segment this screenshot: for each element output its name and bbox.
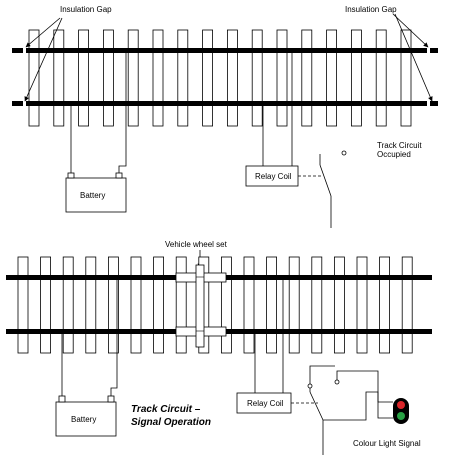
- insulation-gap-left-upper: [23, 47, 26, 54]
- signal-green-lamp: [397, 412, 405, 420]
- top-relay-coil-label: Relay Coil: [255, 172, 292, 181]
- sleeper: [350, 29, 362, 127]
- sleeper: [220, 256, 232, 354]
- sleeper: [85, 256, 97, 354]
- sleeper: [153, 256, 165, 354]
- bottom-sleepers: [17, 256, 413, 354]
- sleeper: [301, 29, 313, 127]
- sleeper: [175, 256, 187, 354]
- bottom-battery-wires: [61, 280, 118, 396]
- diagram-caption-line2: Signal Operation: [131, 417, 211, 428]
- sleeper: [202, 29, 214, 127]
- vehicle-wheel-set: [175, 264, 227, 348]
- top-relay-wires: [262, 53, 322, 177]
- sleeper: [333, 256, 345, 354]
- sleeper: [288, 256, 300, 354]
- top-sleepers: [28, 29, 412, 127]
- colour-light-signal: [393, 398, 409, 424]
- bottom-relay-switch: [307, 365, 393, 455]
- colour-light-signal-label: Colour Light Signal: [353, 439, 421, 448]
- sleeper: [326, 29, 338, 127]
- bottom-battery-label: Battery: [71, 415, 96, 424]
- bottom-relay-coil-label: Relay Coil: [247, 399, 284, 408]
- bottom-battery: Battery: [55, 395, 117, 437]
- sleeper: [375, 29, 387, 127]
- top-rail-upper: [12, 48, 438, 53]
- vehicle-wheel-set-label: Vehicle wheel set: [165, 240, 228, 249]
- top-rail-lower: [12, 101, 438, 106]
- track-circuit-occupied-line1: Track Circuit: [377, 141, 422, 150]
- sleeper: [62, 256, 74, 354]
- sleeper: [103, 29, 114, 127]
- sleeper: [177, 29, 189, 127]
- sleeper: [400, 29, 412, 127]
- sleeper: [311, 256, 323, 354]
- top-battery-label: Battery: [80, 191, 105, 200]
- sleeper: [226, 29, 238, 127]
- diagram-caption-line1: Track Circuit –: [131, 404, 201, 415]
- sleeper: [53, 29, 65, 127]
- sleeper: [130, 256, 142, 354]
- insulation-gap-right-lower: [427, 100, 430, 107]
- insulation-gap-arrows: [24, 13, 433, 102]
- sleeper: [276, 29, 288, 127]
- sleeper: [266, 256, 278, 354]
- sleeper: [243, 256, 255, 354]
- bottom-relay-wires: [254, 280, 318, 404]
- sleeper: [379, 256, 391, 354]
- top-battery-wires: [70, 53, 127, 173]
- sleeper: [152, 29, 164, 127]
- sleeper: [251, 29, 263, 127]
- top-relay-switch: [319, 150, 347, 228]
- sleeper: [78, 29, 89, 127]
- sleeper: [17, 256, 29, 354]
- sleeper: [127, 29, 139, 127]
- top-battery: Battery: [65, 172, 127, 213]
- top-relay-coil: Relay Coil: [245, 165, 299, 187]
- sleeper: [401, 256, 413, 354]
- signal-red-lamp: [397, 401, 405, 409]
- bottom-track: [6, 256, 432, 354]
- insulation-gap-left-lower: [23, 100, 26, 107]
- sleeper: [28, 29, 40, 127]
- insulation-gap-right-upper: [427, 47, 430, 54]
- top-track: [12, 29, 438, 127]
- sleeper: [40, 256, 51, 354]
- bottom-relay-coil: Relay Coil: [236, 392, 292, 414]
- insulation-gap-label-right: Insulation Gap: [345, 5, 397, 14]
- track-circuit-occupied-line2: Occupied: [377, 150, 411, 159]
- sleeper: [356, 256, 368, 354]
- insulation-gap-label-left: Insulation Gap: [60, 5, 112, 14]
- sleeper: [108, 256, 119, 354]
